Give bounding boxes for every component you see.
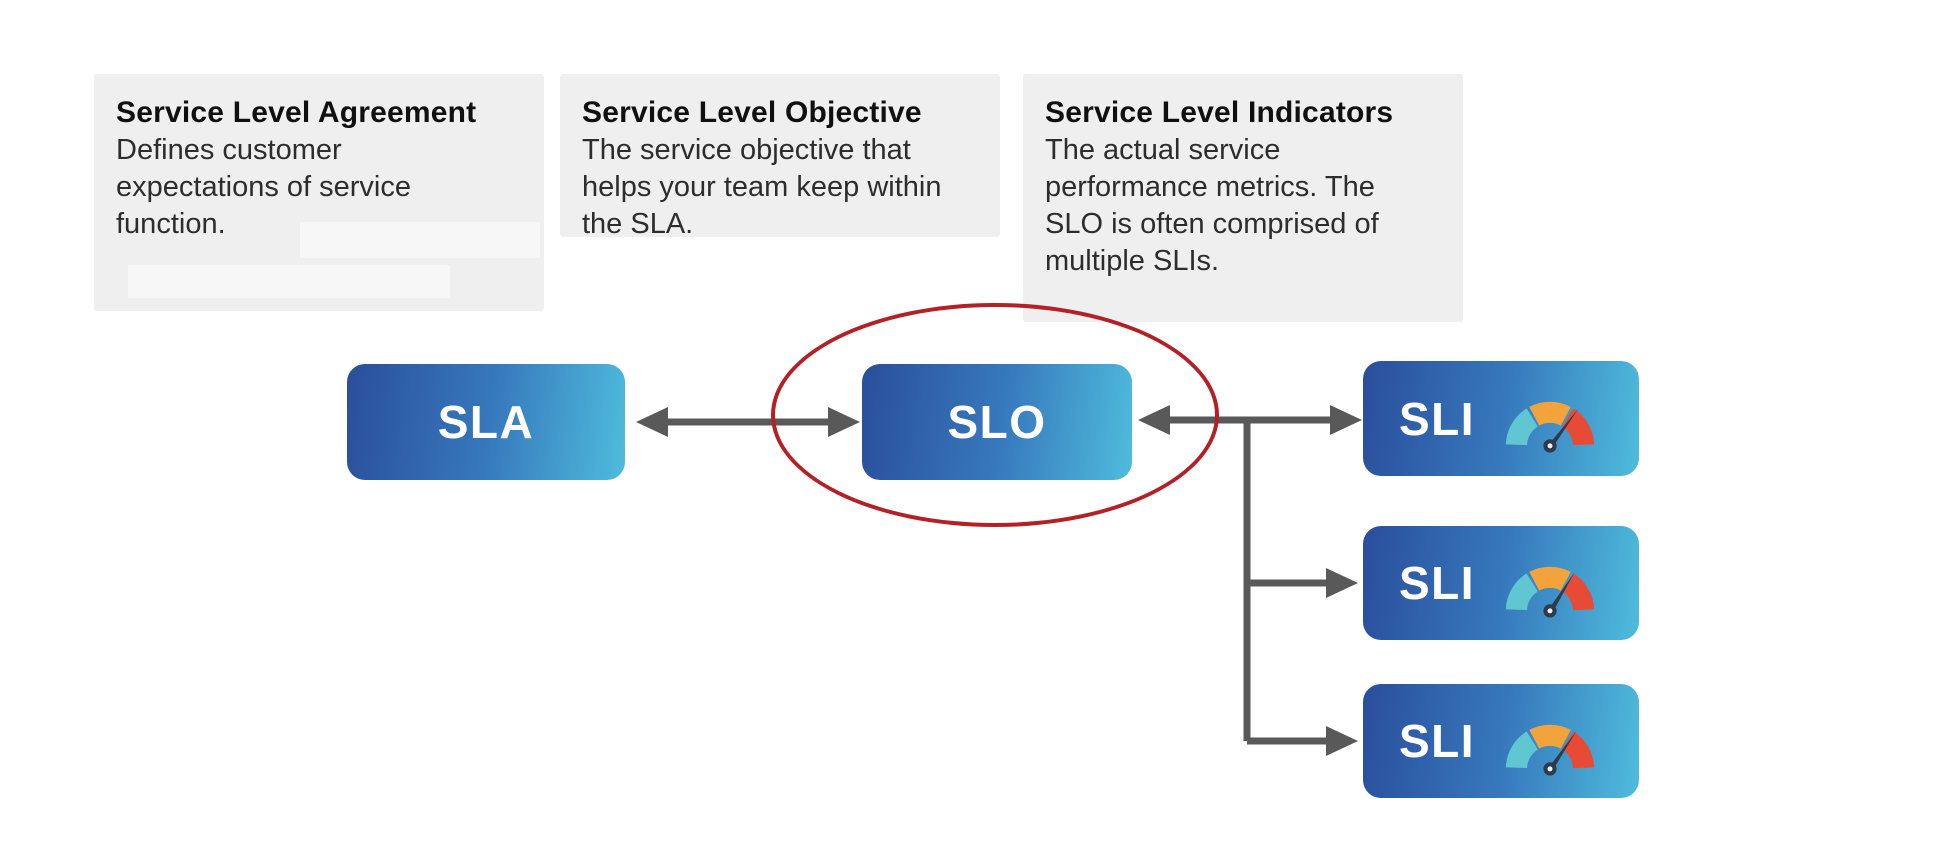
arrowhead-left-icon xyxy=(636,407,668,437)
sla-card-line: Defines customer xyxy=(116,134,342,166)
redacted-text-placeholder xyxy=(300,222,540,258)
speedometer-gauge-icon xyxy=(1505,401,1595,453)
arrowhead-right-icon xyxy=(1326,568,1358,598)
arrowhead-right-icon xyxy=(828,407,860,437)
slo-node: SLO xyxy=(862,364,1132,480)
arrowhead-right-icon xyxy=(1330,405,1362,435)
sla-description-card: Service Level Agreement Defines customer… xyxy=(94,74,544,311)
sli-node-label: SLI xyxy=(1398,557,1476,609)
slo-sli-double-arrow xyxy=(1138,405,1362,435)
sli-node-label: SLI xyxy=(1398,392,1476,445)
sli-card-line: multiple SLIs. xyxy=(1045,245,1220,277)
arrowhead-left-icon xyxy=(1138,405,1170,435)
slo-node-label: SLO xyxy=(947,396,1047,448)
sla-card-line: expectations of service xyxy=(116,171,411,203)
sli-node-label: SLI xyxy=(1398,715,1476,767)
sli-node-1: SLI xyxy=(1363,361,1639,476)
sli-node-2: SLI xyxy=(1363,526,1639,640)
sli-card-line: performance metrics. The xyxy=(1045,171,1375,203)
slo-card-line: helps your team keep within xyxy=(582,171,942,203)
slo-description-card: Service Level Objective The service obje… xyxy=(560,74,1000,240)
sli-card-line: The actual service xyxy=(1045,134,1281,166)
redacted-text-placeholder xyxy=(128,265,450,298)
sli-branch-connector xyxy=(1243,420,1358,756)
speedometer-gauge-icon xyxy=(1505,724,1595,776)
sla-card-line: function. xyxy=(116,208,226,240)
sli-card-title: Service Level Indicators xyxy=(1045,96,1394,129)
arrowhead-right-icon xyxy=(1326,726,1358,756)
sla-node: SLA xyxy=(347,364,625,480)
sla-node-label: SLA xyxy=(437,396,535,448)
sli-card-line: SLO is often comprised of xyxy=(1045,208,1379,240)
sli-node-3: SLI xyxy=(1363,684,1639,798)
sla-card-title: Service Level Agreement xyxy=(116,96,477,129)
slo-card-title: Service Level Objective xyxy=(582,96,922,129)
sli-description-card: Service Level Indicators The actual serv… xyxy=(1023,74,1463,322)
slo-card-line: the SLA. xyxy=(582,208,694,240)
slo-card-line: The service objective that xyxy=(582,134,911,166)
speedometer-gauge-icon xyxy=(1505,566,1595,618)
sla-slo-double-arrow xyxy=(636,407,860,437)
